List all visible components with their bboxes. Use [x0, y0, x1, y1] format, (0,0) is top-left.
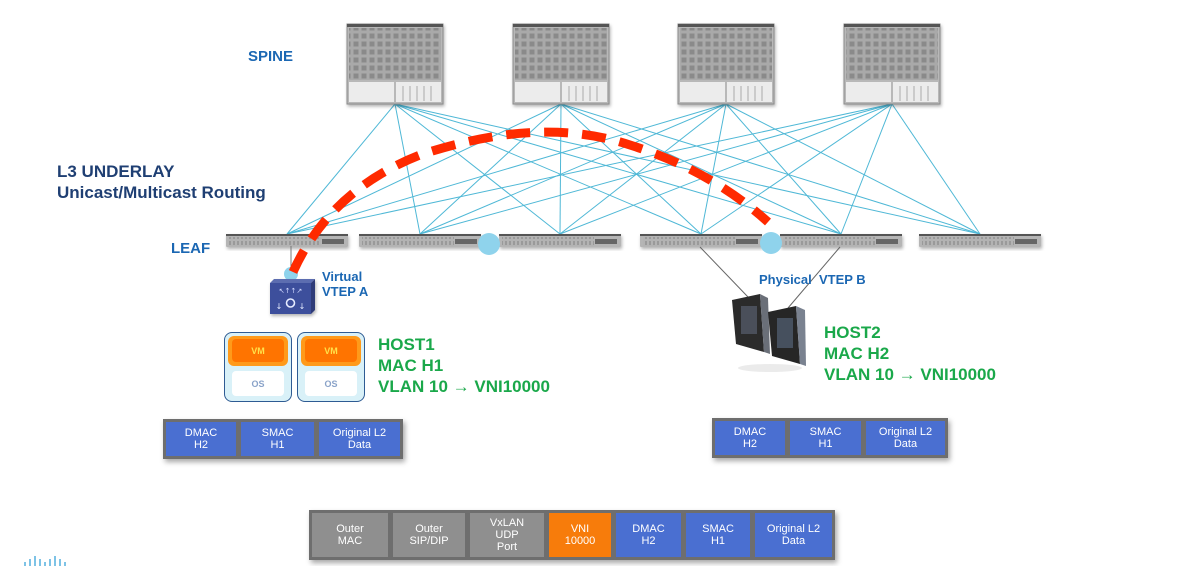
underlay-subtitle: Unicast/Multicast Routing [57, 183, 266, 202]
vtep-dot-leaf2 [478, 233, 500, 255]
vtep-a-label-line2: VTEP A [322, 284, 369, 299]
leaf-switch-icon [919, 234, 1041, 247]
leaf-switch-icon [499, 234, 621, 247]
host1-mac: MAC H1 [378, 356, 444, 375]
fabric-link [286, 103, 727, 235]
host2-name: HOST2 [824, 323, 881, 342]
frame-field: DMAC H2 [614, 510, 684, 560]
vm-label: VM [232, 339, 284, 362]
vm-card-1: VM OS [224, 332, 292, 402]
fabric-link [394, 103, 842, 235]
spine-switches [346, 23, 941, 105]
leaf-switch-icon [780, 234, 902, 247]
frame-field: Outer SIP/DIP [391, 510, 468, 560]
fabric-link [394, 103, 421, 235]
fabric-link [700, 103, 727, 235]
host1-vlan-map: VLAN 10 → VNI10000 [378, 377, 550, 396]
leaf-switches [226, 234, 1041, 247]
spine-label: SPINE [248, 48, 294, 65]
os-label: OS [232, 371, 284, 396]
fabric-link [725, 103, 981, 235]
fabric-link [559, 103, 893, 235]
spine-switch-icon [346, 23, 444, 105]
fabric-link [419, 103, 893, 235]
frame-field: SMAC H1 [788, 418, 864, 458]
leaf-switch-icon [226, 234, 348, 247]
host1-name: HOST1 [378, 335, 435, 354]
host2-uplink-1 [699, 246, 749, 298]
vtep-a-label-line1: Virtual [322, 269, 363, 284]
frame-field: Outer MAC [309, 510, 391, 560]
os-label: OS [305, 371, 357, 396]
fabric-link [700, 103, 893, 235]
svg-text:↖↑↑↗: ↖↑↑↗ [279, 287, 302, 295]
vtep-a-label: Virtual VTEP A [322, 269, 368, 299]
vtep-b-label: Physical VTEP B [759, 272, 866, 287]
host2-uplink-2 [787, 246, 841, 309]
fabric-link [286, 103, 562, 235]
leaf-label: LEAF [171, 240, 211, 257]
spine-switch-icon [677, 23, 775, 105]
virtual-switch-icon: ↖↑↑↗ ↓ ↓ [270, 279, 315, 314]
frame-field: Original L2 Data [317, 419, 403, 459]
fabric-link [394, 103, 561, 235]
fabric-link [725, 103, 842, 235]
frame-field: VNI 10000 [547, 510, 614, 560]
vtep-dot-leaf4 [760, 232, 782, 254]
host2-info: HOST2 MAC H2 VLAN 10 → VNI10000 [824, 322, 996, 385]
spine-switch-icon [843, 23, 941, 105]
vm-card-2: VM OS [297, 332, 365, 402]
host2-vlan-map: VLAN 10 → VNI10000 [824, 365, 996, 384]
fabric-link [891, 103, 981, 235]
frame-field: DMAC H2 [712, 418, 788, 458]
host1-info: HOST1 MAC H1 VLAN 10 → VNI10000 [378, 334, 550, 397]
fabric-links [286, 103, 981, 235]
frame-field: Original L2 Data [753, 510, 835, 560]
fabric-link [559, 103, 727, 235]
frame-field: SMAC H1 [239, 419, 317, 459]
fabric-link [419, 103, 727, 235]
fabric-link [286, 103, 893, 235]
fabric-link [394, 103, 702, 235]
fabric-link [560, 103, 842, 235]
fabric-link [840, 103, 893, 235]
frame-field: DMAC H2 [163, 419, 239, 459]
vm-label: VM [305, 339, 357, 362]
fabric-link [394, 103, 981, 235]
server-icon [732, 294, 806, 372]
vxlan-tunnel-path [288, 127, 772, 274]
leaf-switch-icon [640, 234, 762, 247]
host2-mac: MAC H2 [824, 344, 890, 363]
svg-text:↓: ↓ [276, 302, 283, 311]
fabric-link [559, 103, 562, 235]
fabric-link [419, 103, 562, 235]
fabric-link [286, 103, 396, 235]
fabric-link [560, 103, 981, 235]
leaf-switch-icon [359, 234, 481, 247]
svg-text:↓: ↓ [299, 302, 306, 311]
underlay-title: L3 UNDERLAY [57, 162, 175, 181]
spine-switch-icon [512, 23, 610, 105]
fabric-link [560, 103, 702, 235]
frame-field: Original L2 Data [864, 418, 948, 458]
cisco-logo-icon [24, 556, 66, 566]
frame-field: VxLAN UDP Port [468, 510, 547, 560]
frame-field: SMAC H1 [684, 510, 753, 560]
